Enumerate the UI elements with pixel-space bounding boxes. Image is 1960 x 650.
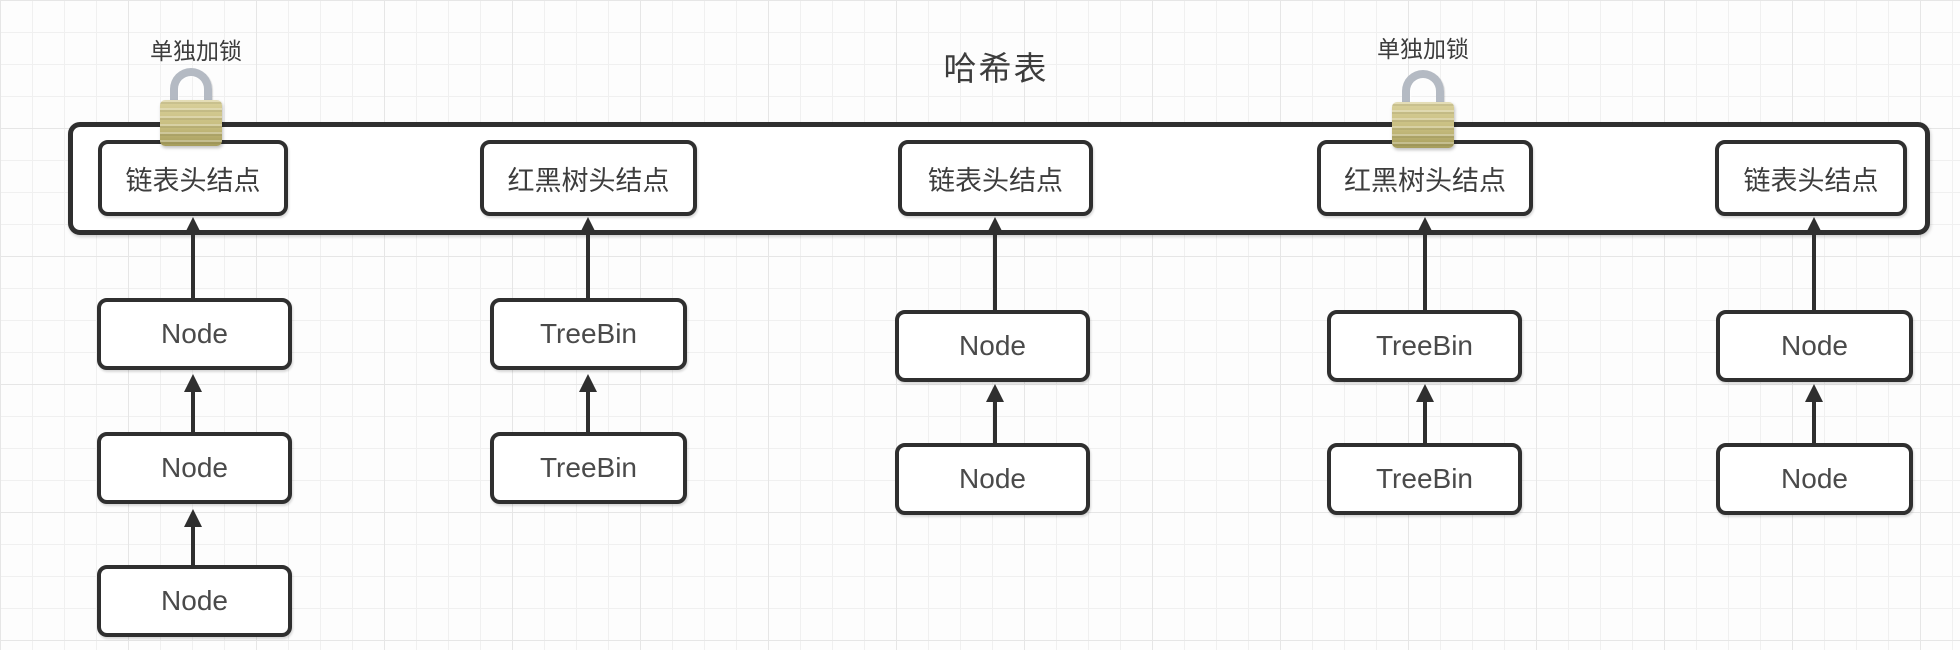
padlock-icon-left [160,68,222,146]
bucket-head-linked-list-1: 链表头结点 [98,140,288,216]
up-arrow [184,509,202,567]
bucket-head-linked-list-3: 链表头结点 [1715,140,1907,216]
up-arrow [579,217,597,300]
padlock-shackle [170,68,212,112]
node-box: Node [895,443,1090,515]
treebin-box: TreeBin [1327,443,1522,515]
padlock-body [1392,102,1454,148]
padlock-shackle [1402,70,1444,114]
node-box: Node [97,432,292,504]
bucket-head-rbtree-2: 红黑树头结点 [1317,140,1533,216]
up-arrow [1416,384,1434,445]
up-arrow [1416,217,1434,312]
node-box: Node [97,565,292,637]
node-box: Node [1716,310,1913,382]
up-arrow [1805,384,1823,445]
treebin-box: TreeBin [490,432,687,504]
node-box: Node [895,310,1090,382]
padlock-icon-right [1392,70,1454,148]
node-box: Node [97,298,292,370]
up-arrow [986,384,1004,445]
node-box: Node [1716,443,1913,515]
treebin-box: TreeBin [490,298,687,370]
padlock-body [160,100,222,146]
bucket-head-rbtree-1: 红黑树头结点 [480,140,697,216]
up-arrow [986,217,1004,312]
bucket-head-linked-list-2: 链表头结点 [898,140,1093,216]
up-arrow [1805,217,1823,312]
up-arrow [184,374,202,434]
lock-label-right: 单独加锁 [1377,36,1469,62]
up-arrow [184,217,202,300]
lock-label-left: 单独加锁 [150,38,242,64]
diagram-title: 哈希表 [943,50,1049,87]
up-arrow [579,374,597,434]
treebin-box: TreeBin [1327,310,1522,382]
